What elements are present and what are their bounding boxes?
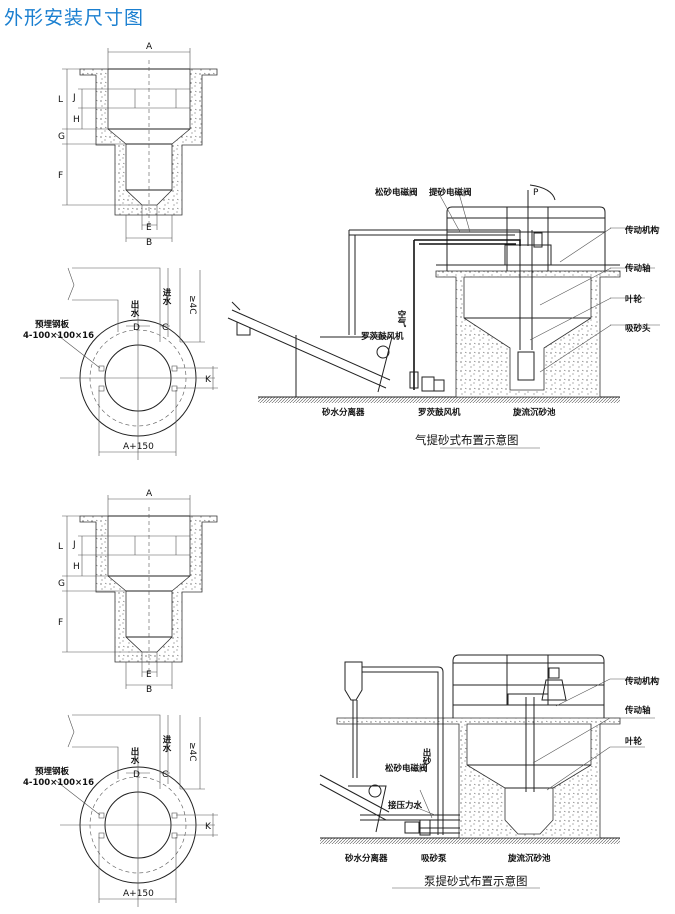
air-separator-label: 砂水分离器 xyxy=(321,407,365,418)
page-title: 外形安装尺寸图 xyxy=(4,7,145,29)
dim-A: A xyxy=(146,42,153,52)
dim-F: F xyxy=(58,171,63,181)
dim-B: B xyxy=(146,238,152,248)
dim-F: F xyxy=(58,618,63,628)
pump-lift-layout xyxy=(319,654,660,889)
dim-D: D xyxy=(133,770,140,780)
pump-sand-out-label: 出砂 xyxy=(421,747,432,766)
pump-drive-shaft-label: 传动轴 xyxy=(624,705,651,716)
air-suction-head-label: 吸砂头 xyxy=(625,323,651,334)
dim-J: J xyxy=(72,540,76,550)
dim-B: B xyxy=(146,685,152,695)
dim-G: G xyxy=(58,132,65,142)
inlet-label: 进水 xyxy=(161,287,172,306)
dim-E: E xyxy=(146,223,152,233)
pump-pressure-water-label: 接压力水 xyxy=(388,800,423,811)
dim-A150: A+150 xyxy=(123,442,154,452)
pump-loose-valve-label: 松砂电磁阀 xyxy=(385,763,428,774)
plate-label: 预埋钢板 xyxy=(35,766,70,777)
outlet-label: 出水 xyxy=(129,299,140,318)
pump-suction-pump-label: 吸砂泵 xyxy=(421,853,447,864)
dim-K: K xyxy=(205,375,212,385)
pump-separator-label: 砂水分离器 xyxy=(344,853,388,864)
pump-impeller-label: 叶轮 xyxy=(625,736,643,747)
air-lift-layout xyxy=(227,184,660,449)
dim-ge4C: ≥4C xyxy=(187,742,197,762)
dim-E: E xyxy=(146,670,152,680)
plate-spec: 4-100×100×16 xyxy=(23,331,94,341)
dim-J: J xyxy=(72,93,76,103)
dim-C: C xyxy=(162,770,168,780)
plate-label: 预埋钢板 xyxy=(35,319,70,330)
plate-spec: 4-100×100×16 xyxy=(23,778,94,788)
dim-ge4C: ≥4C xyxy=(187,295,197,315)
air-roots-blower-top-label: 罗茨鼓风机 xyxy=(361,331,404,342)
pump-grit-chamber-label: 旋流沉砂池 xyxy=(507,853,551,864)
pump-caption: 泵提砂式布置示意图 xyxy=(424,874,528,888)
dim-D: D xyxy=(133,323,140,333)
dim-G: G xyxy=(58,579,65,589)
air-lift-valve-label: 提砂电磁阀 xyxy=(429,187,472,198)
air-caption: 气提砂式布置示意图 xyxy=(415,433,519,447)
dim-C: C xyxy=(162,323,168,333)
dim-L: L xyxy=(58,542,63,552)
air-grit-chamber-label: 旋流沉砂池 xyxy=(512,407,556,418)
air-roots-blower-label: 罗茨鼓风机 xyxy=(418,407,461,418)
air-drive-shaft-label: 传动轴 xyxy=(624,263,651,274)
air-drive-mechanism-label: 传动机构 xyxy=(624,225,660,236)
air-P-label: P xyxy=(533,188,539,198)
outlet-label: 出水 xyxy=(129,746,140,765)
section-view-bottom xyxy=(61,494,218,690)
dim-A: A xyxy=(146,489,153,499)
dim-L: L xyxy=(58,95,63,105)
pump-drive-mechanism-label: 传动机构 xyxy=(624,676,660,687)
dim-H: H xyxy=(73,562,80,572)
air-impeller-label: 叶轮 xyxy=(625,294,643,305)
air-loose-valve-label: 松砂电磁阀 xyxy=(375,187,418,198)
dim-A150: A+150 xyxy=(123,889,154,899)
dim-K: K xyxy=(205,822,212,832)
inlet-label: 进水 xyxy=(161,734,172,753)
air-label: 空气 xyxy=(396,309,407,328)
section-view-top xyxy=(61,47,218,243)
dim-H: H xyxy=(73,115,80,125)
